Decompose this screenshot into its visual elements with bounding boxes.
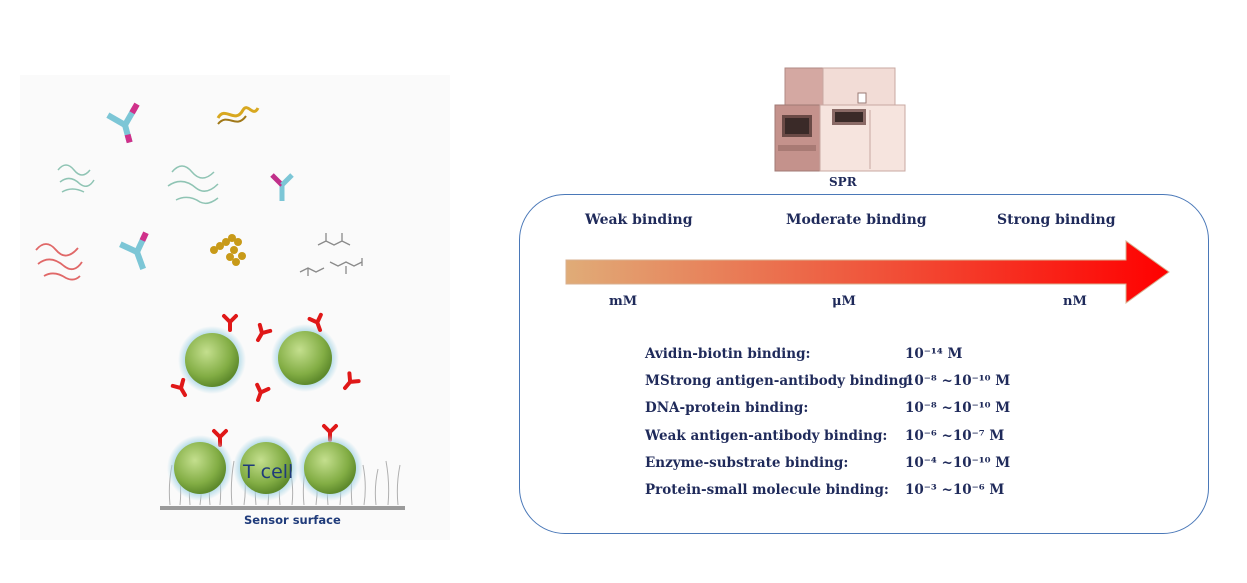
binding-strength-panel (519, 194, 1209, 534)
strong-binding-header: Strong binding (997, 212, 1116, 228)
red-antibody-icon (307, 312, 323, 332)
unit-um: μM (832, 294, 856, 309)
red-antibody-icon (222, 314, 238, 332)
antibody-icon (106, 102, 140, 144)
antibody-icon (119, 231, 149, 270)
binding-type-label: Enzyme-substrate binding: (645, 455, 849, 471)
binding-constant-value: 10⁻³ ~10⁻⁶ M (905, 482, 1005, 498)
cell (185, 333, 239, 387)
sensor-surface-label: Sensor surface (244, 513, 341, 527)
binding-type-label: DNA-protein binding: (645, 400, 809, 416)
weak-binding-header: Weak binding (585, 212, 693, 228)
small-molecule-icon (299, 233, 363, 276)
binding-strength-arrow (565, 240, 1170, 304)
unit-nm: nM (1063, 294, 1087, 309)
binding-type-label: Avidin-biotin binding: (645, 346, 811, 362)
cell (278, 331, 332, 385)
red-antibody-icon (255, 382, 271, 402)
red-antibody-icon (256, 322, 273, 342)
t-cell (240, 442, 292, 494)
cell (174, 442, 226, 494)
red-antibody-icon (343, 371, 361, 390)
binding-constant-value: 10⁻⁸ ~10⁻¹⁰ M (905, 400, 1011, 416)
binding-constant-value: 10⁻⁶ ~10⁻⁷ M (905, 428, 1005, 444)
protein-icon (35, 243, 83, 281)
sensor-surface (160, 506, 405, 510)
dna-icon (216, 106, 260, 125)
peptide-icon (210, 234, 246, 266)
binding-constant-value: 10⁻¹⁴ M (905, 346, 963, 362)
binding-constant-value: 10⁻⁴ ~10⁻¹⁰ M (905, 455, 1011, 471)
unit-mm: mM (609, 294, 638, 309)
red-antibody-icon (170, 377, 187, 397)
moderate-binding-header: Moderate binding (786, 212, 927, 228)
binding-constant-value: 10⁻⁸ ~10⁻¹⁰ M (905, 373, 1011, 389)
spr-label: SPR (829, 175, 857, 189)
antibody-icon (270, 173, 294, 201)
cell (304, 442, 356, 494)
spr-instrument-icon (774, 67, 906, 172)
binding-type-label: Protein-small molecule binding: (645, 482, 889, 498)
t-cell-label: T cell (243, 461, 294, 483)
binding-type-label: Weak antigen-antibody binding: (645, 428, 888, 444)
binding-type-label: MStrong antigen-antibody binding: (645, 373, 913, 389)
protein-icon (57, 164, 219, 205)
binding-illustration (35, 102, 405, 510)
